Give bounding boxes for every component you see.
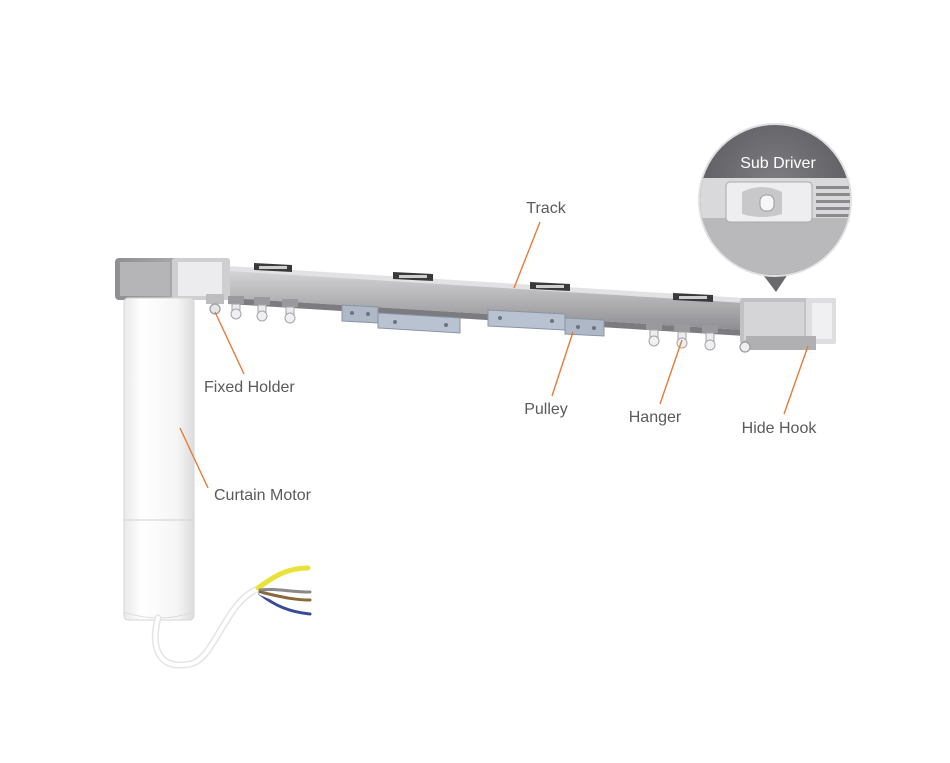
hanger <box>674 324 690 349</box>
hide-hook <box>739 341 751 353</box>
wire-brown <box>258 590 312 602</box>
sub-driver-label: Sub Driver <box>740 155 816 172</box>
wire-blue <box>258 592 312 616</box>
label-hanger: Hanger <box>629 409 682 426</box>
track <box>228 263 745 336</box>
motor-head <box>115 258 230 300</box>
leader-track <box>513 221 541 289</box>
leader-curtain-motor <box>179 427 209 489</box>
hanger <box>282 299 298 324</box>
hanger <box>646 322 662 347</box>
hanger-group-left <box>228 296 298 324</box>
pulley-right <box>487 309 605 337</box>
leader-hanger <box>659 339 683 405</box>
hanger <box>254 297 270 322</box>
leader-pulley <box>551 331 574 397</box>
label-track: Track <box>526 200 566 217</box>
hanger <box>228 296 244 320</box>
label-curtain-motor: Curtain Motor <box>214 487 312 504</box>
labels: Track Fixed Holder Pulley Hanger Hide Ho… <box>204 200 817 504</box>
wire-gray <box>258 587 312 594</box>
sub-driver-zoom: Sub Driver <box>698 123 852 292</box>
label-hide-hook: Hide Hook <box>742 420 818 437</box>
motor-cable <box>151 565 312 669</box>
hanger-group-right <box>646 322 718 351</box>
hanger <box>702 325 718 351</box>
label-pulley: Pulley <box>524 401 568 418</box>
fixed-holder <box>206 294 224 315</box>
track-rail <box>228 268 745 330</box>
curtain-motor <box>123 297 195 621</box>
label-fixed-holder: Fixed Holder <box>204 379 295 396</box>
leader-lines <box>179 221 809 489</box>
end-cap <box>740 298 836 350</box>
wire-yellow <box>255 565 311 591</box>
track-rail-top <box>228 266 745 303</box>
leader-fixed-holder <box>214 311 245 375</box>
leader-hide-hook <box>783 345 809 415</box>
pulley-left <box>341 304 461 334</box>
